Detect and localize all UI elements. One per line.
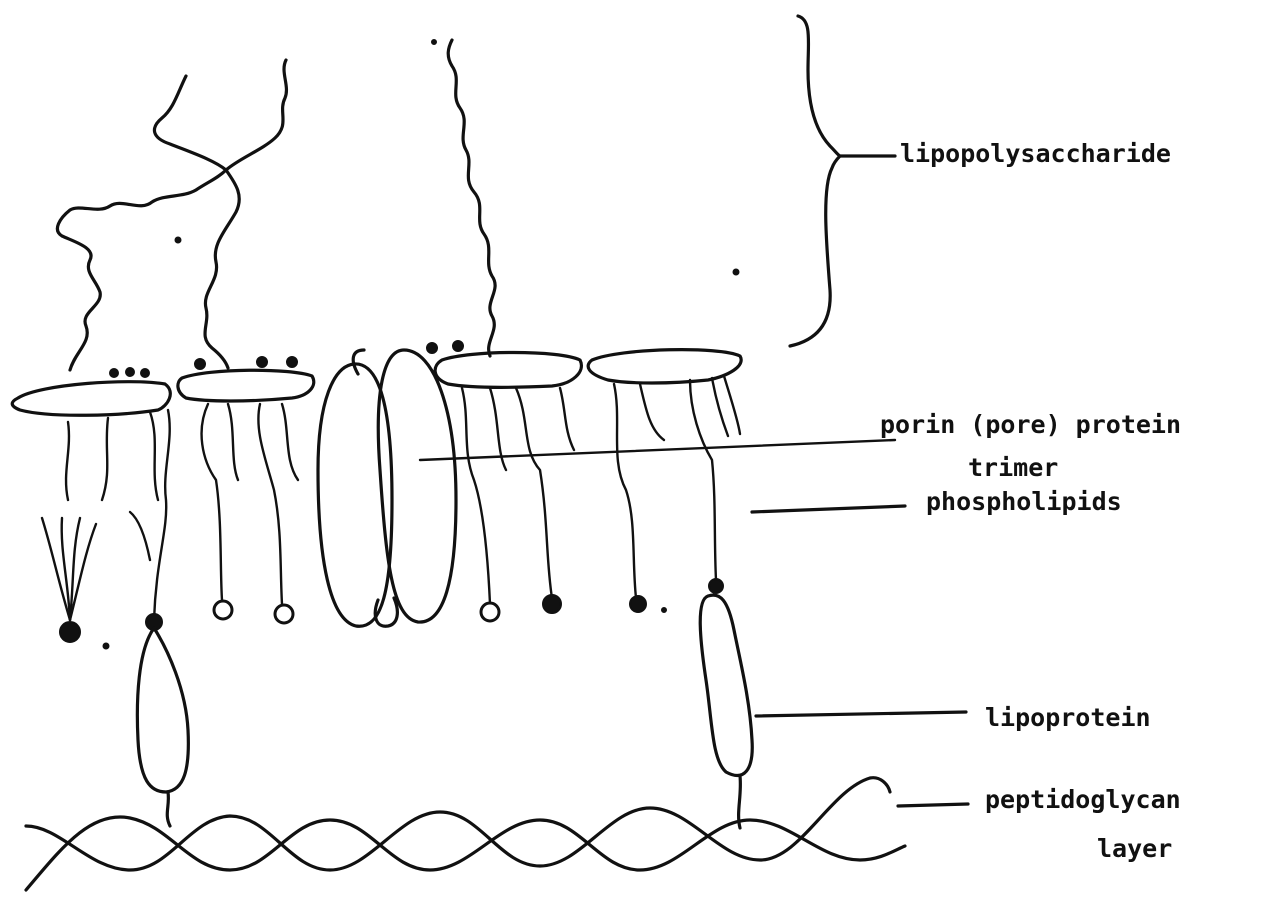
lipid-tail	[228, 404, 238, 480]
lipid-tail	[150, 412, 158, 500]
porin-subunit	[378, 350, 456, 622]
stray-specks	[104, 40, 739, 649]
phospholipid-head	[543, 595, 561, 613]
lipid-tail	[640, 384, 664, 440]
lipoprotein-body	[137, 628, 188, 792]
lipoprotein-anchor	[709, 579, 723, 593]
lipid-tail	[130, 512, 150, 560]
speck	[104, 644, 109, 649]
speck	[662, 608, 666, 612]
label-phospholipids: phospholipids	[926, 489, 1122, 514]
lipid-tail	[724, 376, 740, 434]
peptidoglycan-layer	[26, 778, 905, 890]
lipid-tail	[690, 380, 716, 580]
plate-dot	[110, 369, 118, 377]
plate-dot	[141, 369, 149, 377]
lipid-a-plate	[178, 370, 314, 401]
lps-bracket	[790, 16, 840, 346]
label-peptidoglycan-layer: layer	[1097, 836, 1172, 861]
label-porin-protein: porin (pore) protein	[880, 412, 1181, 437]
lps-chain-left-branch-a	[154, 76, 226, 170]
phospholipid-head	[214, 601, 232, 619]
lipid-tail	[560, 388, 574, 450]
lipid-tail	[66, 422, 69, 500]
speck	[176, 238, 181, 243]
plate-dot	[287, 357, 297, 367]
phospholipid-head	[481, 603, 499, 621]
lps-chain-left	[57, 170, 226, 370]
lipoprotein-leader-line	[756, 712, 966, 716]
label-lipoprotein: lipoprotein	[985, 705, 1151, 730]
plate-dot	[195, 359, 205, 369]
lipid-tail	[614, 384, 636, 598]
porin-leader-line	[420, 440, 895, 460]
lipid-tails	[66, 376, 740, 620]
lipid-a-plate	[588, 350, 741, 383]
porin-subunit	[353, 350, 364, 374]
lipid-a-plate	[12, 382, 170, 416]
lipid-tail	[258, 404, 282, 604]
plate-dot	[453, 341, 463, 351]
porin-trimer	[318, 350, 456, 626]
lipid-a-plate	[435, 353, 581, 388]
lipoprotein-stem	[167, 792, 170, 826]
plate-dot	[126, 368, 134, 376]
lps-chain-left-branch-b	[226, 60, 286, 170]
plate-dot	[257, 357, 267, 367]
lower-phospholipid-fans	[42, 518, 96, 620]
label-lipopolysaccharide: lipopolysaccharide	[900, 141, 1171, 166]
lipid-tail	[462, 388, 490, 604]
lipid-tail	[102, 418, 108, 500]
lps-chain-right	[448, 40, 495, 356]
peptidoglycan-strand-a	[26, 817, 905, 890]
phospholipids-leader-line	[752, 506, 905, 512]
peptidoglycan-leader-line	[898, 804, 968, 806]
peptidoglycan-strand-b	[26, 778, 890, 870]
label-porin-trimer: trimer	[968, 455, 1058, 480]
phospholipid-head	[630, 596, 646, 612]
speck	[432, 40, 436, 44]
phospholipid-head	[60, 622, 80, 642]
lipoprotein-body	[700, 595, 752, 775]
label-peptidoglycan: peptidoglycan	[985, 787, 1181, 812]
speck	[734, 270, 739, 275]
phospholipid-head	[275, 605, 293, 623]
lipid-tail	[202, 404, 222, 600]
lipid-fan	[70, 518, 80, 620]
lipid-tail	[712, 378, 728, 436]
plate-dot	[427, 343, 437, 353]
lps-chain-middle	[205, 170, 239, 368]
lps-chains	[57, 40, 495, 370]
lipid-tail	[154, 410, 170, 620]
lipid-tail	[282, 404, 298, 480]
lipid-tail	[516, 388, 552, 598]
